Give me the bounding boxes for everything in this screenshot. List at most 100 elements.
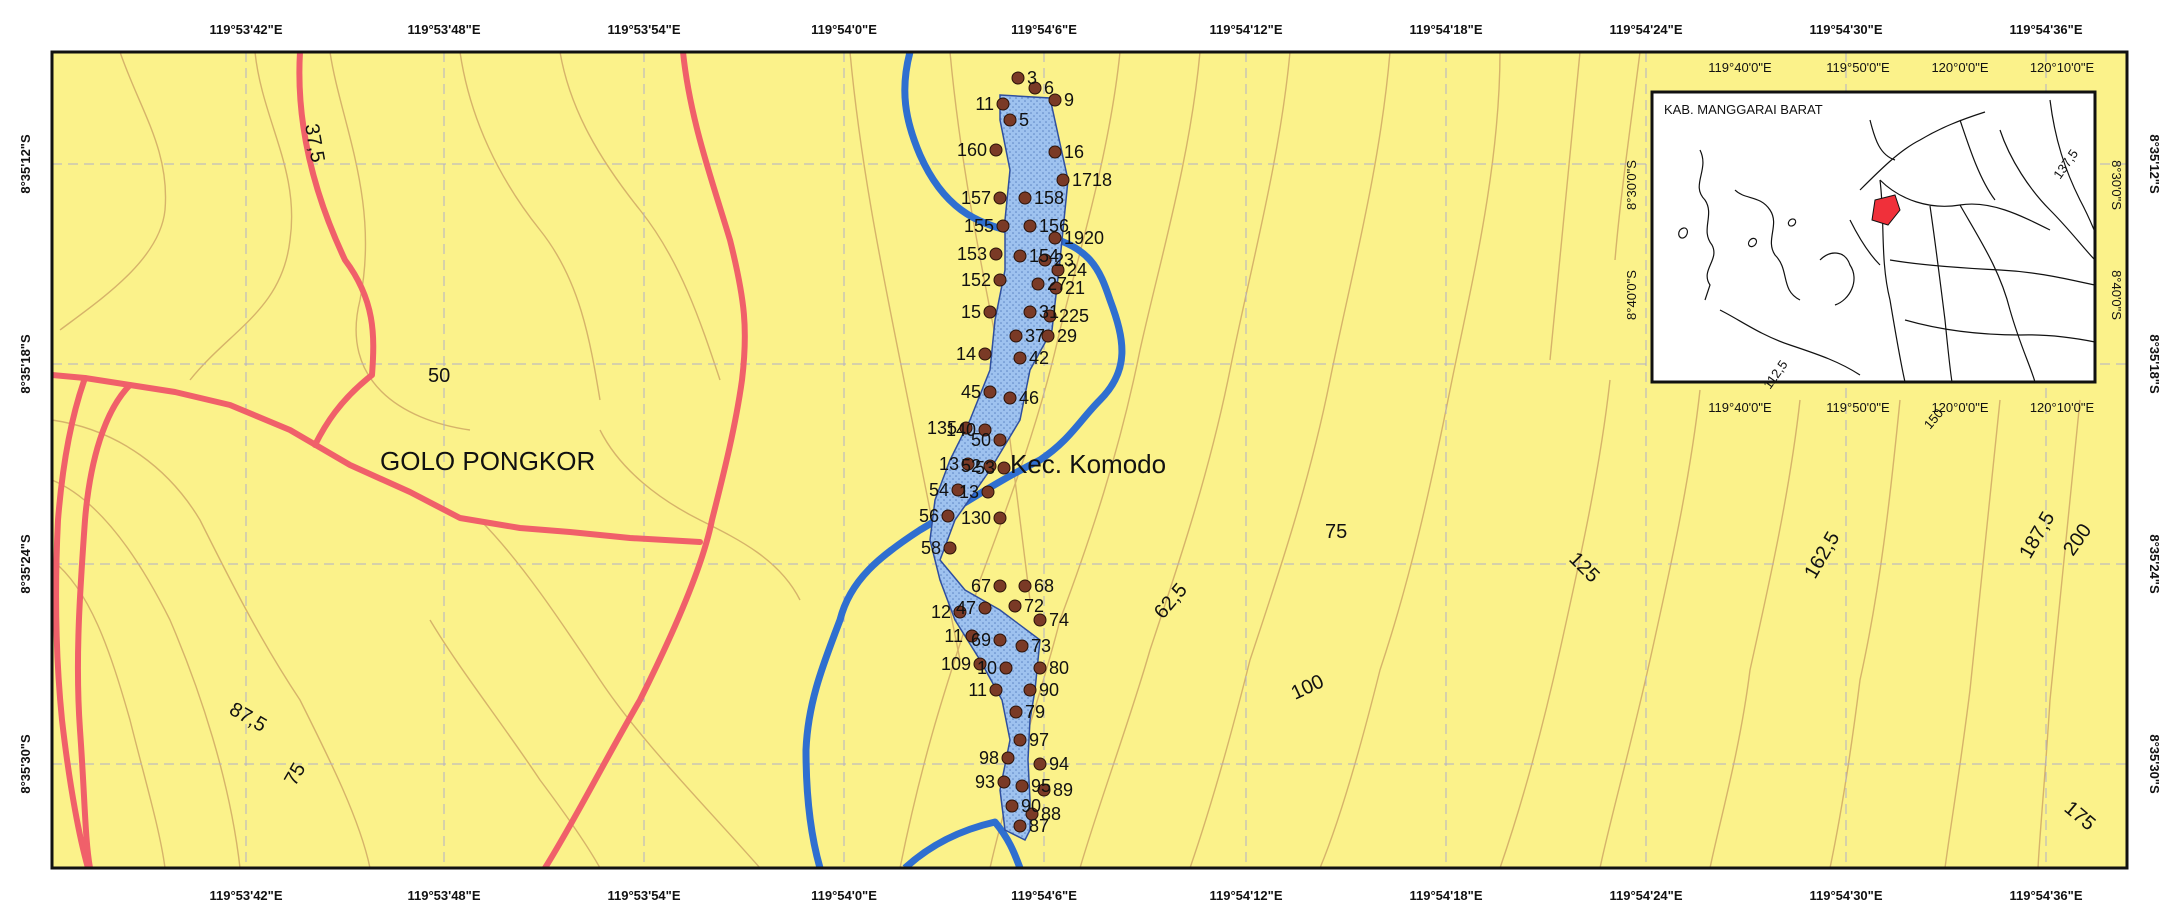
survey-point xyxy=(983,385,997,399)
survey-point xyxy=(973,657,987,671)
survey-point-label: 90 xyxy=(1039,680,1059,700)
survey-point xyxy=(1009,705,1023,719)
contour-label: 75 xyxy=(1325,521,1347,543)
survey-point-label: 135 xyxy=(927,418,957,438)
contour-line xyxy=(1499,379,1611,868)
survey-point xyxy=(993,273,1007,287)
survey-point xyxy=(993,633,1007,647)
inset-coastline xyxy=(1869,119,1896,161)
survey-point xyxy=(1008,599,1022,613)
survey-point-label: 69 xyxy=(971,630,991,650)
survey-point-label: 46 xyxy=(1019,388,1039,408)
inset-island xyxy=(1678,227,1689,239)
latitude-tick: 8°35'30"S xyxy=(2147,734,2162,794)
survey-point xyxy=(989,247,1003,261)
survey-point xyxy=(1013,819,1027,833)
survey-point xyxy=(1018,579,1032,593)
survey-point xyxy=(1025,807,1039,821)
inset-study-area xyxy=(1871,194,1901,226)
survey-point-label: 23 xyxy=(1054,250,1074,270)
contour-line xyxy=(1189,52,1391,868)
survey-point-label: 52 xyxy=(961,456,981,476)
road-line xyxy=(542,52,748,868)
survey-point-label: 109 xyxy=(941,654,971,674)
left-latitude-ticks: 8°35'12"S 8°35'18"S 8°35'24"S 8°35'30"S xyxy=(18,134,33,794)
survey-point-label: 29 xyxy=(1057,326,1077,346)
longitude-tick: 119°54'24"E xyxy=(1609,888,1682,903)
longitude-tick: 119°54'30"E xyxy=(1809,888,1882,903)
survey-point xyxy=(989,143,1003,157)
survey-point-label: 15 xyxy=(961,302,981,322)
inset-left-ticks: 8°30'0"S 8°40'0"S xyxy=(1624,160,1639,320)
survey-point xyxy=(1033,661,1047,675)
survey-point xyxy=(1048,145,1062,159)
survey-point xyxy=(1033,757,1047,771)
survey-point-label: 11 xyxy=(975,94,994,114)
latitude-tick: 8°35'18"S xyxy=(2147,334,2162,394)
survey-point-label: 24 xyxy=(1067,260,1087,280)
survey-point-label: 156 xyxy=(1039,216,1069,236)
survey-point-label: 93 xyxy=(975,772,995,792)
right-latitude-ticks: 8°35'12"S 8°35'18"S 8°35'24"S 8°35'30"S xyxy=(2147,134,2162,794)
survey-point-label: 153 xyxy=(957,244,987,264)
survey-point-label: 1920 xyxy=(1064,228,1104,248)
inset-coastline xyxy=(1698,149,1715,301)
survey-point xyxy=(993,579,1007,593)
latitude-tick: 8°35'24"S xyxy=(18,534,33,594)
longitude-tick: 119°54'0"E xyxy=(811,22,877,37)
survey-point-label: 89 xyxy=(1053,780,1073,800)
survey-point xyxy=(1015,639,1029,653)
survey-point xyxy=(981,485,995,499)
survey-point-label: 14 xyxy=(956,344,976,364)
inset-island xyxy=(1747,237,1758,248)
survey-point-label: 155 xyxy=(964,216,994,236)
survey-point xyxy=(1048,93,1062,107)
survey-point xyxy=(1013,351,1027,365)
survey-point xyxy=(1023,305,1037,319)
survey-point-label: 11 xyxy=(968,680,987,700)
longitude-tick: 119°54'6"E xyxy=(1011,888,1077,903)
survey-point-label: 3 xyxy=(1027,68,1037,88)
survey-point-label: 152 xyxy=(961,270,991,290)
survey-points xyxy=(941,71,1070,833)
survey-point-label: 11 xyxy=(944,626,963,646)
survey-point xyxy=(983,305,997,319)
latitude-tick: 8°35'18"S xyxy=(18,334,33,394)
survey-point xyxy=(1018,191,1032,205)
survey-point-label: 9 xyxy=(1064,90,1074,110)
latitude-tick: 8°35'12"S xyxy=(18,134,33,194)
survey-point xyxy=(989,683,1003,697)
survey-point-label: 21 xyxy=(1065,278,1085,298)
survey-point-label: 53 xyxy=(975,458,995,478)
survey-point xyxy=(1013,249,1027,263)
survey-point-label: 1718 xyxy=(1072,170,1112,190)
longitude-tick: 119°54'18"E xyxy=(1409,22,1482,37)
latitude-tick: 8°35'30"S xyxy=(18,734,33,794)
inset-longitude-tick: 120°0'0"E xyxy=(1931,400,1988,415)
longitude-tick: 119°54'0"E xyxy=(811,888,877,903)
survey-point xyxy=(997,775,1011,789)
longitude-tick: 119°54'24"E xyxy=(1609,22,1682,37)
survey-point-label: 88 xyxy=(1041,804,1061,824)
inset-boundaries xyxy=(1678,99,2096,383)
longitude-tick: 119°54'18"E xyxy=(1409,888,1482,903)
survey-point-label: 50 xyxy=(971,430,991,450)
inset-district xyxy=(1959,119,1996,201)
survey-point xyxy=(1043,309,1057,323)
survey-point xyxy=(993,191,1007,205)
survey-point-label: 47 xyxy=(956,598,976,618)
road-network xyxy=(52,52,748,868)
survey-point xyxy=(993,433,1007,447)
district-boundary xyxy=(902,818,1024,868)
survey-point xyxy=(996,97,1010,111)
survey-point xyxy=(1009,329,1023,343)
contour-line xyxy=(1709,399,1801,868)
survey-point xyxy=(953,605,967,619)
survey-point xyxy=(1023,683,1037,697)
contour-line xyxy=(459,52,601,401)
survey-point-label: 160 xyxy=(957,140,987,160)
longitude-tick: 119°53'42"E xyxy=(209,888,282,903)
survey-point-label: 98 xyxy=(979,748,999,768)
survey-point xyxy=(1005,799,1019,813)
